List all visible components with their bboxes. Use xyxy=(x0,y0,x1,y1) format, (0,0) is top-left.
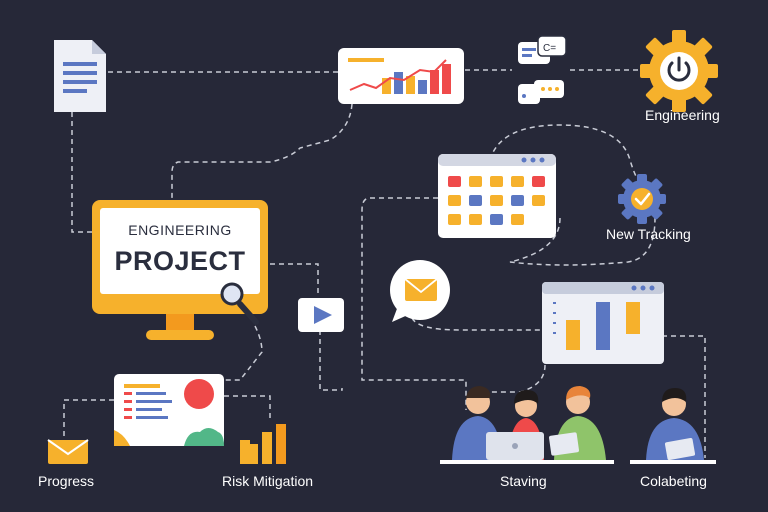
chat-icon xyxy=(518,35,567,104)
project-title-line1: ENGINEERING xyxy=(128,222,232,238)
calendar-icon xyxy=(438,154,556,238)
video-play-icon xyxy=(298,298,344,332)
label-engineering: Engineering xyxy=(645,107,720,123)
magnifier-icon xyxy=(220,282,259,325)
project-title-line2: PROJECT xyxy=(114,246,246,276)
document-icon xyxy=(54,40,106,112)
monitor-icon xyxy=(92,200,268,340)
label-collaborating: Colabeting xyxy=(640,473,707,489)
report-card-icon xyxy=(114,374,224,446)
chat-bubble-text: C= xyxy=(543,43,556,54)
line-bar-chart-icon xyxy=(338,48,464,104)
gear-check-icon xyxy=(618,174,666,224)
mail-bubble-icon xyxy=(390,260,450,322)
envelope-icon xyxy=(47,439,89,464)
label-staving: Staving xyxy=(500,473,547,489)
connector-lines xyxy=(63,69,706,458)
label-new-tracking: New Tracking xyxy=(606,226,691,242)
person-icon xyxy=(630,388,716,464)
gear-power-icon xyxy=(640,30,718,112)
label-risk-mitigation: Risk Mitigation xyxy=(222,473,314,489)
label-progress: Progress xyxy=(38,473,95,489)
bar-chart-icon xyxy=(240,424,286,464)
bar-chart-window-icon xyxy=(542,282,664,364)
team-icon xyxy=(440,386,614,464)
